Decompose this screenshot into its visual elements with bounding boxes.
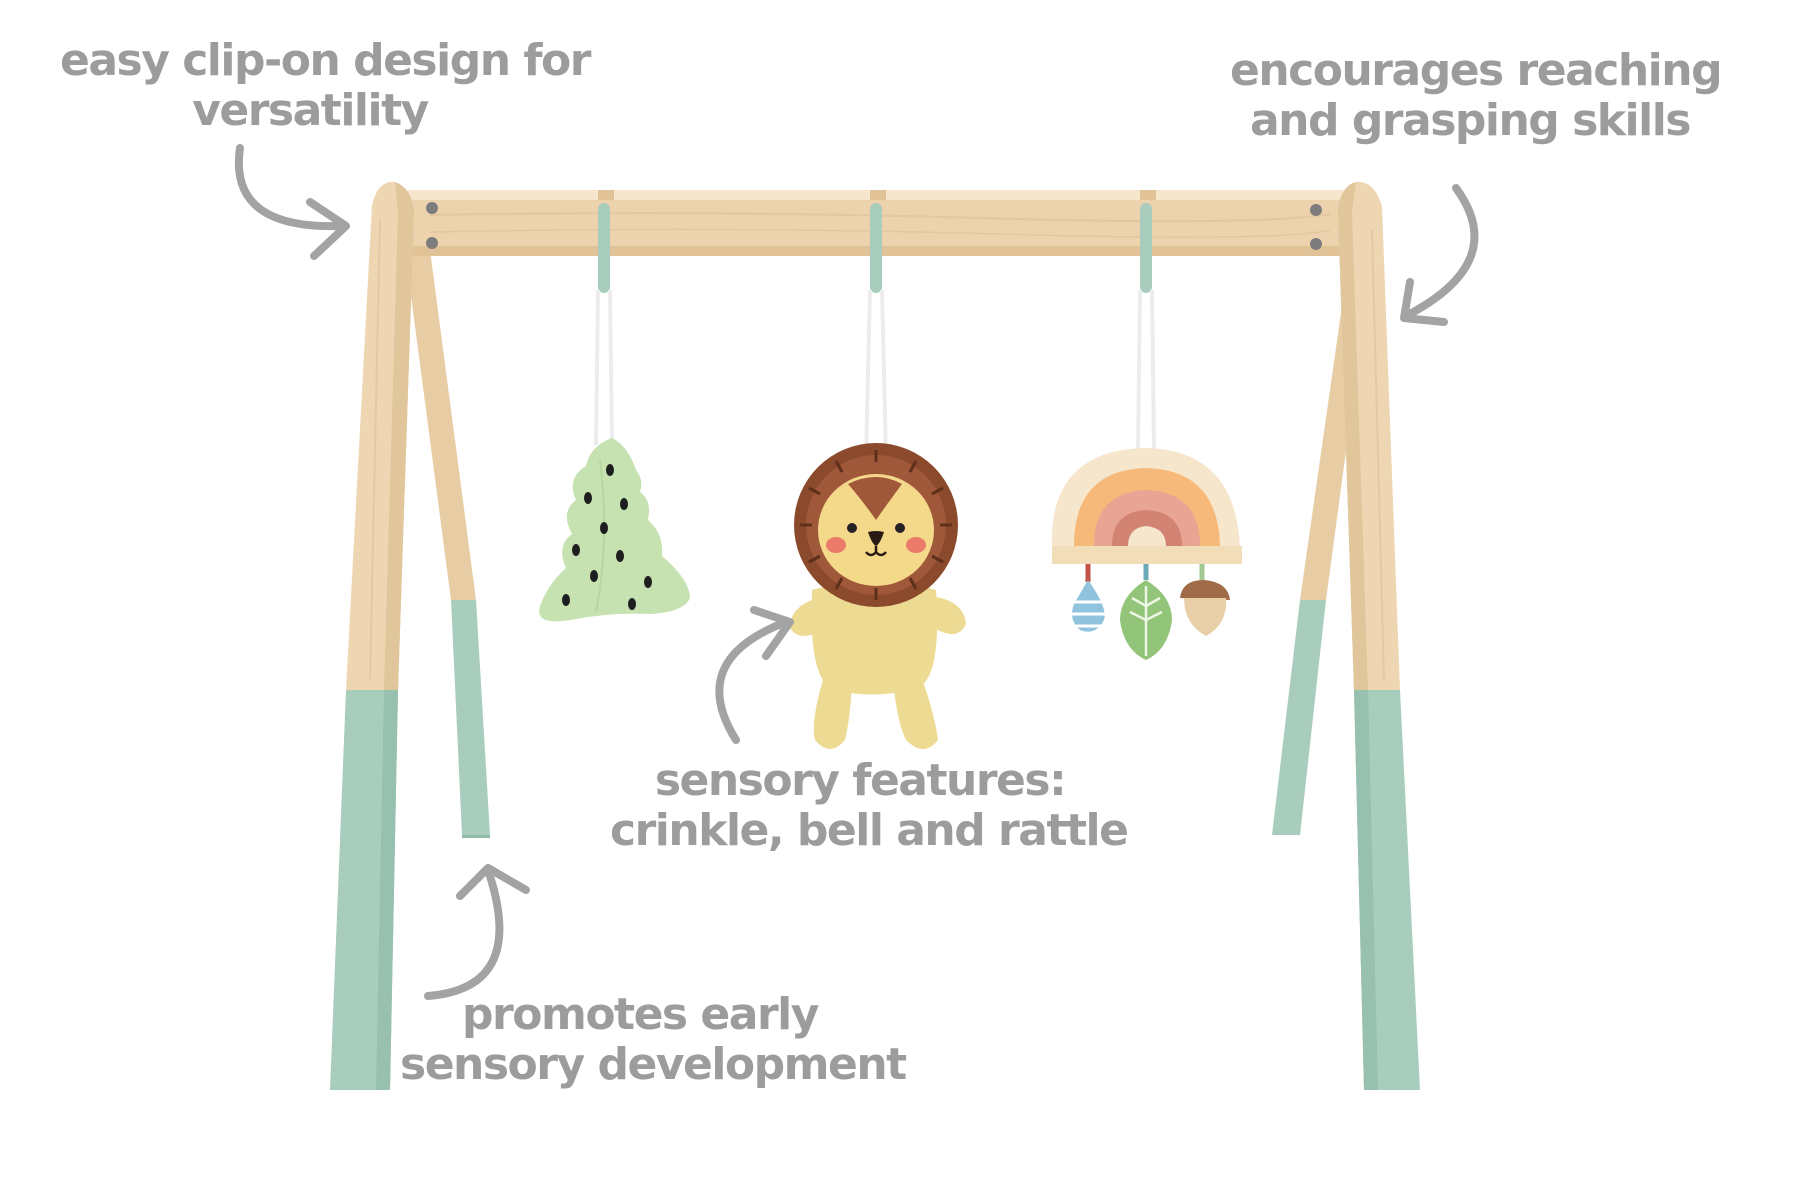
- toy-hooks: [594, 203, 1156, 456]
- curved-arrow-icon: [234, 144, 1479, 1000]
- callout-clip-on-line2: versatility: [192, 85, 429, 136]
- frame-screws: [426, 202, 1322, 250]
- rainbow-icon: [1051, 448, 1242, 660]
- callout-development-line1: promotes early: [462, 989, 819, 1040]
- callout-development-line2: sensory development: [400, 1039, 907, 1090]
- callout-sensory-features-line2: crinkle, bell and rattle: [610, 805, 1129, 856]
- lion-icon: [790, 443, 966, 749]
- left-front-leg: [330, 181, 414, 1090]
- pine-tree-icon: [539, 438, 690, 622]
- callout-clip-on-design: easy clip-on design for versatility: [60, 35, 591, 136]
- leaf-icon: [1120, 580, 1172, 660]
- callout-sensory-development: promotes early sensory development: [400, 989, 907, 1090]
- right-front-leg: [1338, 181, 1420, 1090]
- baby-gym-frame: [330, 181, 1420, 1090]
- striped-drop-toy: [1070, 580, 1106, 632]
- callout-clip-on-line1: easy clip-on design for: [60, 35, 591, 86]
- callout-sensory-features: sensory features: crinkle, bell and ratt…: [610, 755, 1129, 856]
- callout-reaching-line2: and grasping skills: [1249, 95, 1692, 146]
- callout-sensory-features-line1: sensory features:: [654, 755, 1067, 806]
- left-back-leg: [405, 250, 490, 838]
- callout-reaching-line1: encourages reaching: [1230, 45, 1723, 96]
- callout-reaching-grasping: encourages reaching and grasping skills: [1230, 45, 1723, 146]
- acorn-icon: [1180, 580, 1230, 636]
